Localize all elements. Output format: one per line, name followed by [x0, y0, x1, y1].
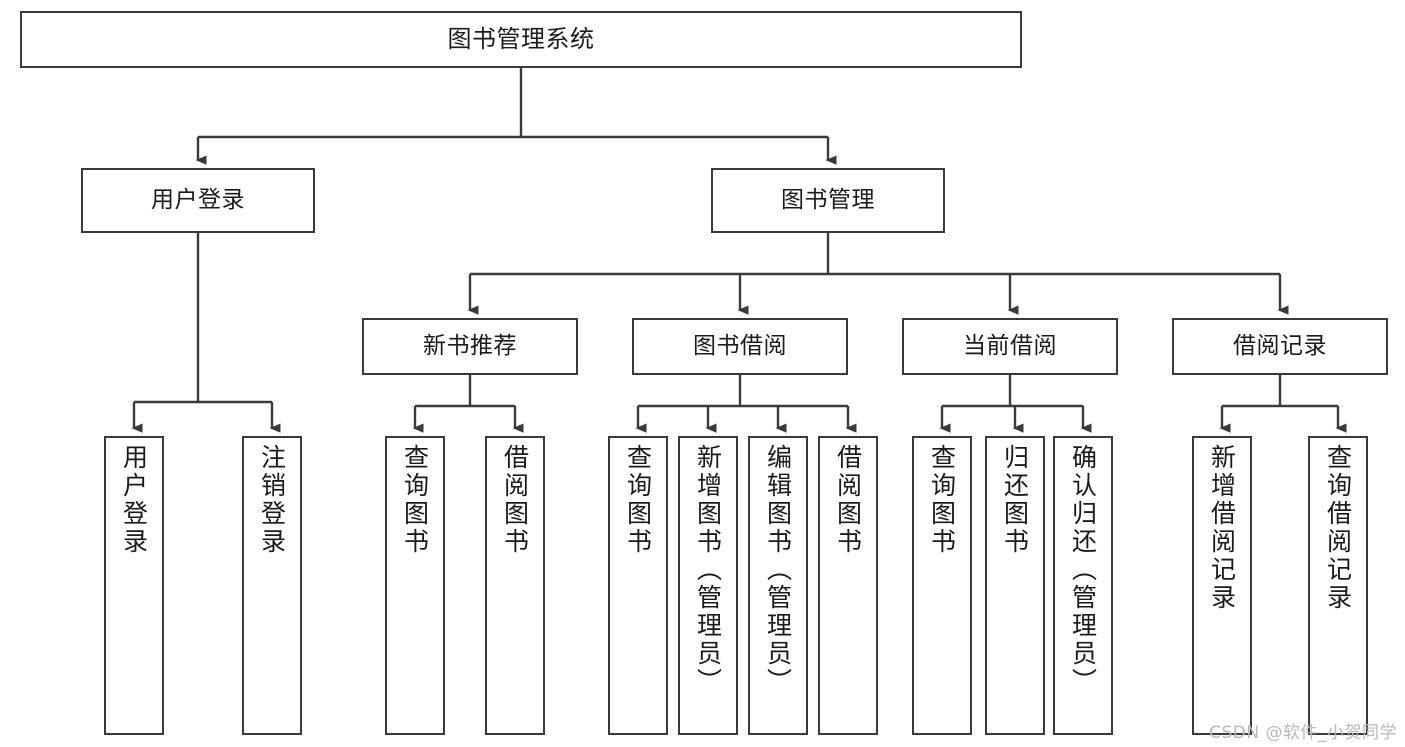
node-book-manage[interactable]: 图书管理 — [711, 168, 945, 233]
leaf-user-login[interactable]: 用户登录 — [104, 436, 164, 735]
node-label: 当前借阅 — [963, 332, 1057, 359]
node-borrow-record[interactable]: 借阅记录 — [1172, 318, 1388, 375]
leaf-rec-query-book[interactable]: 查询图书 — [385, 436, 445, 735]
leaf-current-return-book[interactable]: 归还图书 — [985, 436, 1045, 735]
node-label: 查询图书 — [927, 444, 957, 556]
node-label: 注销登录 — [257, 444, 287, 556]
node-label: 归还图书 — [1000, 444, 1030, 556]
leaf-record-query[interactable]: 查询借阅记录 — [1308, 436, 1368, 735]
node-label: 图书借阅 — [693, 332, 787, 359]
node-label: 用户登录 — [119, 444, 149, 556]
node-label: 借阅图书 — [500, 444, 530, 556]
node-label: 借阅图书 — [833, 444, 863, 556]
leaf-user-logout[interactable]: 注销登录 — [242, 436, 302, 735]
node-root-system[interactable]: 图书管理系统 — [20, 11, 1022, 68]
leaf-current-confirm-return[interactable]: 确认归还（管理员） — [1053, 436, 1113, 735]
node-current-borrow[interactable]: 当前借阅 — [902, 318, 1118, 375]
node-label: 新增图书（管理员） — [693, 444, 723, 696]
node-label: 图书管理系统 — [447, 25, 595, 54]
node-label: 确认归还（管理员） — [1068, 444, 1098, 696]
node-user-login[interactable]: 用户登录 — [81, 168, 315, 233]
node-label: 新书推荐 — [423, 332, 517, 359]
leaf-borrow-add-book[interactable]: 新增图书（管理员） — [678, 436, 738, 735]
leaf-borrow-query-book[interactable]: 查询图书 — [608, 436, 668, 735]
leaf-rec-borrow-book[interactable]: 借阅图书 — [485, 436, 545, 735]
node-label: 查询图书 — [623, 444, 653, 556]
node-label: 用户登录 — [151, 186, 245, 213]
node-book-borrow[interactable]: 图书借阅 — [632, 318, 848, 375]
leaf-borrow-lend-book[interactable]: 借阅图书 — [818, 436, 878, 735]
node-label: 编辑图书（管理员） — [763, 444, 793, 696]
leaf-record-add[interactable]: 新增借阅记录 — [1192, 436, 1252, 735]
node-label: 查询图书 — [400, 444, 430, 556]
node-label: 借阅记录 — [1233, 332, 1327, 359]
node-new-book-rec[interactable]: 新书推荐 — [362, 318, 578, 375]
node-label: 新增借阅记录 — [1207, 444, 1237, 612]
leaf-borrow-edit-book[interactable]: 编辑图书（管理员） — [748, 436, 808, 735]
node-label: 图书管理 — [781, 186, 875, 213]
leaf-current-query-book[interactable]: 查询图书 — [912, 436, 972, 735]
csdn-watermark: CSDN @软件_小贺同学 — [1209, 723, 1397, 743]
node-label: 查询借阅记录 — [1323, 444, 1353, 612]
